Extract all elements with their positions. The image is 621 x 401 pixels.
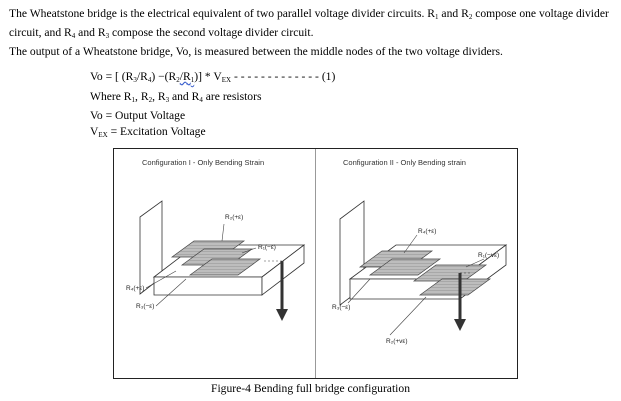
- right-label-r3: R₃(−ε): [332, 304, 350, 311]
- intro-line-3: The output of a Wheatstone bridge, Vo, i…: [9, 45, 503, 58]
- panel-divider: [315, 149, 316, 378]
- right-gauge-top: [358, 250, 442, 276]
- right-label-r2: R₂(+vε): [386, 338, 408, 345]
- vex-definition: VEX = Excitation Voltage: [90, 124, 206, 139]
- right-label-r4: R₄(+ε): [418, 228, 436, 235]
- right-load-arrow: [454, 273, 466, 331]
- right-panel-title: Configuration II - Only Bending strain: [343, 158, 466, 167]
- intro-paragraph: The Wheatstone bridge is the electrical …: [9, 6, 613, 60]
- figure-drawing: R₂(+ε) R₁(−ε) R₄(+ε) R₃(−ε): [126, 200, 508, 345]
- intro-line-2: circuit, and R4 and R3 compose the secon…: [9, 26, 314, 40]
- right-beam-diagram: R₄(+ε) R₁(−vε) R₃(−ε) R₂(+vε): [332, 200, 508, 345]
- formula-block: Vo = [ (R3/R4) −(R2/R1)] * VEX - - - - -…: [90, 69, 335, 143]
- right-label-r1: R₁(−vε): [478, 252, 499, 259]
- left-label-r3: R₃(−ε): [136, 303, 154, 310]
- left-load-arrow: [276, 261, 288, 321]
- vo-definition: Vo = Output Voltage: [90, 109, 186, 122]
- left-label-r4: R₄(+ε): [126, 285, 144, 292]
- left-panel-title: Configuration I - Only Bending Strain: [142, 158, 265, 167]
- left-gauge-bottom: [188, 258, 262, 276]
- left-gauge-top: [170, 240, 254, 266]
- left-leader-lines: [145, 223, 282, 307]
- bridge-equation: Vo = [ (R3/R4) −(R2/R1)] * VEX - - - - -…: [90, 70, 336, 84]
- left-beam-diagram: R₂(+ε) R₁(−ε) R₄(+ε) R₃(−ε): [126, 200, 306, 321]
- where-line: Where R1, R2, R3 and R4 are resistors: [90, 89, 262, 104]
- right-leader-lines: [347, 234, 485, 336]
- left-label-r1: R₁(−ε): [258, 244, 276, 251]
- bending-bridge-figure: Configuration I - Only Bending Strain Co…: [113, 148, 518, 379]
- intro-line-1: The Wheatstone bridge is the electrical …: [9, 7, 609, 21]
- right-gauge-bottom: [412, 264, 492, 296]
- left-label-r2: R₂(+ε): [225, 214, 243, 221]
- figure-caption: Figure-4 Bending full bridge configurati…: [211, 382, 410, 395]
